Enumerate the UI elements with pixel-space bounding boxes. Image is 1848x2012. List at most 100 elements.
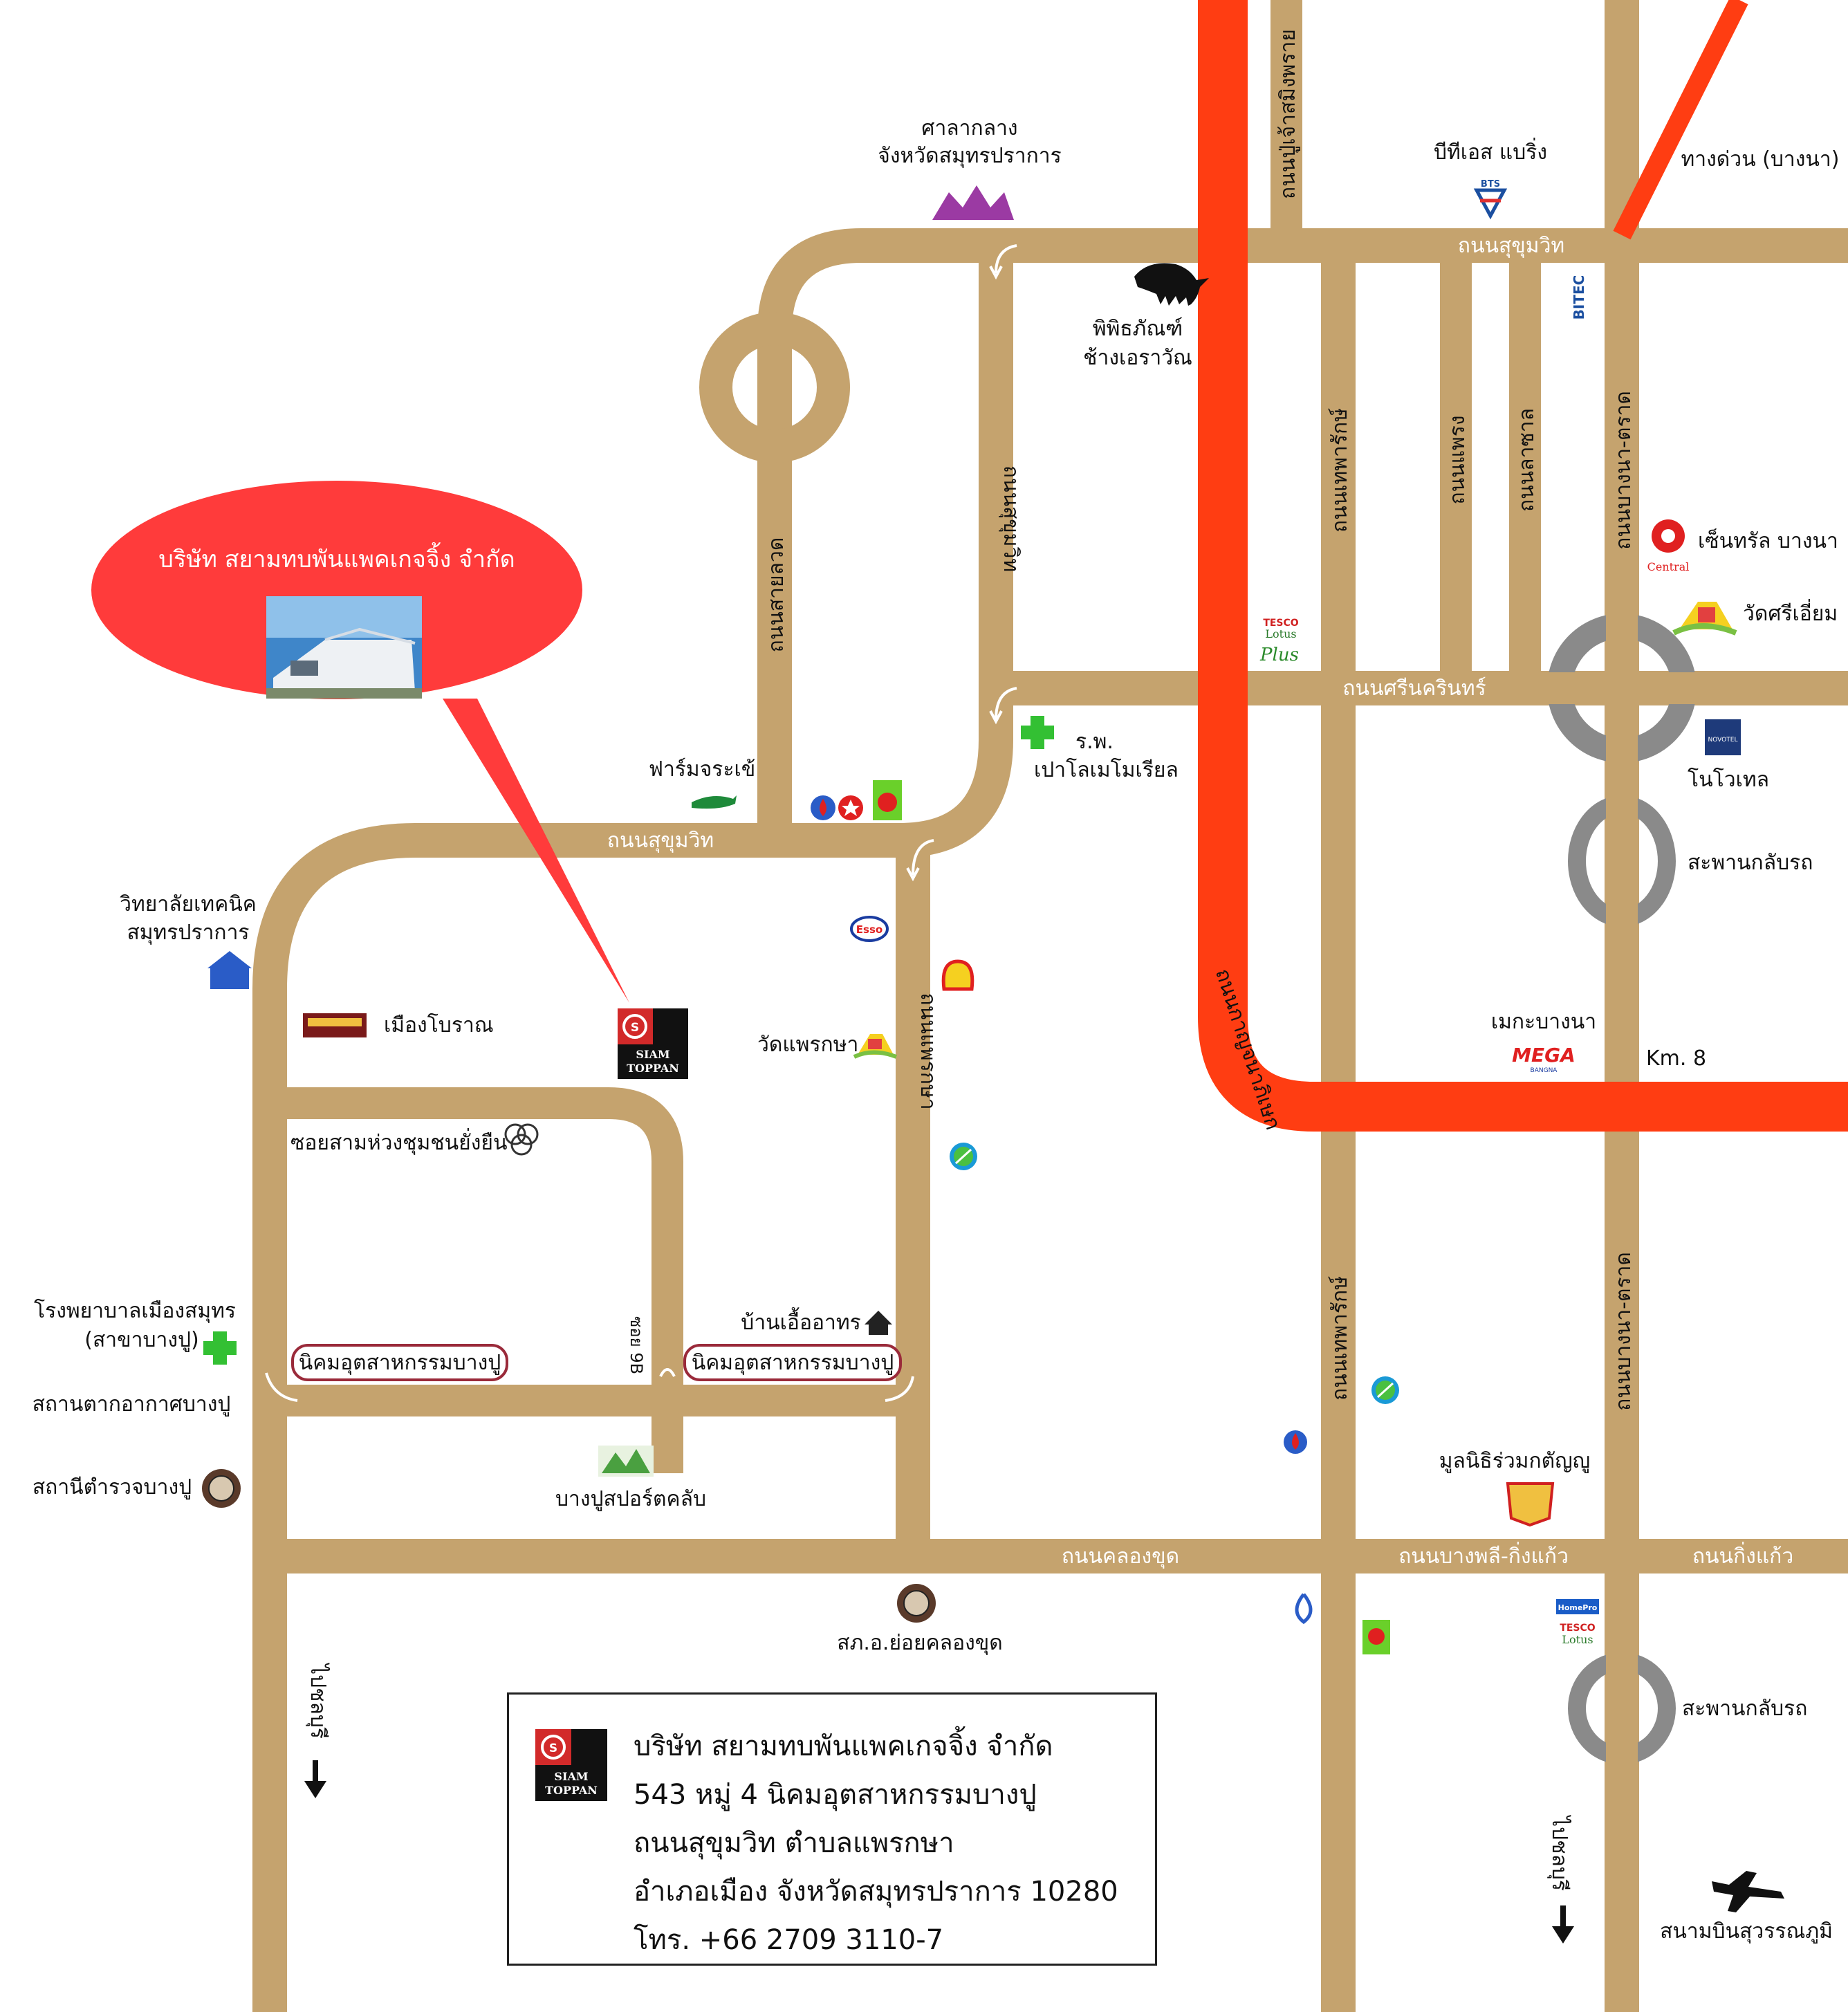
label-tech-college-1: วิทยาลัยเทคนิค — [120, 892, 257, 916]
label-theparak-top: ถนนเทพารักษ์ — [1328, 408, 1352, 533]
label-city-hall-1: ศาลากลาง — [921, 116, 1017, 140]
callout-pointer — [443, 699, 629, 1003]
arrow-down-icon-2 — [1552, 1905, 1574, 1944]
esso-logo-text: Esso — [856, 923, 883, 936]
svg-text:S: S — [549, 1742, 557, 1755]
gas-station-icons — [811, 780, 902, 820]
label-bangna-trad-bottom: ถนนบางนา-ตราด — [1611, 1252, 1636, 1411]
ruamkatanyu-icon — [1506, 1482, 1555, 1527]
airplane-icon — [1712, 1871, 1784, 1912]
road-estate-loop — [270, 1087, 683, 1473]
label-khlongkhut: ถนนคลองขุด — [1062, 1544, 1179, 1569]
address-lines: บริษัท สยามทบพันแพคเกจจิ้ง จำกัด 543 หมู… — [634, 1722, 1118, 1964]
address-company: บริษัท สยามทบพันแพคเกจจิ้ง จำกัด — [634, 1730, 1053, 1762]
label-central: เซ็นทรัล บางนา — [1698, 528, 1838, 553]
label-flyover-1: สะพานกลับรถ — [1688, 851, 1813, 875]
label-bangpu-police: สถานีตำรวจบางปู — [33, 1475, 192, 1499]
estate-label-2: นิคมอุตสาหกรรมบางปู — [683, 1344, 902, 1381]
elephant-icon — [1134, 263, 1209, 306]
bitec-icon: BITEC — [1571, 275, 1587, 320]
label-bangphli-kingkaeo: ถนนบางพลี-กิ่งแก้ว — [1398, 1542, 1569, 1569]
tesco-2-text: TESCO — [1560, 1623, 1595, 1634]
label-praeng: ถนนแพรง — [1445, 415, 1470, 504]
label-bangpu-resort: สถานตากอากาศบางปู — [33, 1392, 231, 1416]
label-baan-uea: บ้านเอื้ออาทร — [741, 1307, 860, 1335]
bts-logo-text: BTS — [1481, 179, 1500, 190]
label-wat-praeksa: วัดแพรกษา — [757, 1033, 858, 1057]
road-labels: ถนนสุขุมวิท ถนนสุขุมวิท ถนนสุขุมวิท ถนนส… — [607, 29, 1793, 1569]
marker-logo-text-1: SIAM — [636, 1048, 669, 1061]
label-sukhumvit-top: ถนนสุขุมวิท — [1458, 234, 1564, 259]
box-logo-text-2: TOPPAN — [545, 1784, 598, 1797]
siam-toppan-marker: S SIAM TOPPAN — [618, 1008, 688, 1079]
ptt-icon-1 — [950, 1143, 977, 1170]
bangchak-icon — [1295, 1593, 1313, 1625]
label-wat-sri-iam: วัดศรีเอี่ยม — [1743, 599, 1838, 626]
temple-icon-sri-iam — [1672, 602, 1737, 636]
label-erawan-2: ช้างเอราวัณ — [1083, 346, 1192, 370]
crocodile-icon — [692, 795, 737, 809]
label-lasalle: ถนนลาซาล — [1515, 408, 1539, 512]
address-phone: โทร. +66 2709 3110-7 — [634, 1924, 944, 1956]
label-crocodile-farm: ฟาร์มจระเข้ — [649, 757, 756, 782]
label-city-hall-2: จังหวัดสมุทรปราการ — [878, 144, 1061, 169]
label-flyover-2: สะพานกลับรถ — [1682, 1697, 1807, 1721]
label-mega: เมกะบางนา — [1491, 1010, 1596, 1034]
label-ancient-city: เมืองโบราณ — [384, 1013, 494, 1037]
label-bangna-trad-top: ถนนบางนา-ตราด — [1611, 391, 1636, 550]
callout-title: บริษัท สยามทบพันแพคเกจจิ้ง จำกัด — [158, 542, 515, 573]
city-hall-icon — [932, 185, 1014, 220]
label-theparak-bottom: ถนนเทพารักษ์ — [1328, 1276, 1352, 1401]
label-praeksa: ถนนแพรกษา — [916, 993, 940, 1109]
label-puchao: ถนนปู่เจ้าสมิงพราย — [1276, 29, 1300, 199]
tesco-1-text: TESCO — [1263, 618, 1298, 629]
label-km8: Km. 8 — [1646, 1046, 1706, 1071]
expressway-kanchanaphisek — [1198, 0, 1848, 1132]
hospital-cross-icon-2 — [203, 1331, 237, 1365]
ptt-icon-2 — [1371, 1376, 1399, 1404]
mega-icon: MEGA BANGNA — [1512, 1044, 1576, 1074]
label-srinakarin: ถนนศรีนครินทร์ — [1342, 676, 1486, 701]
address-box: S SIAM TOPPAN บริษัท สยามทบพันแพคเกจจิ้ง… — [507, 1692, 1157, 1966]
label-airport: สนามบินสุวรรณภูมิ — [1660, 1919, 1833, 1944]
sport-club-icon — [598, 1446, 654, 1477]
police-icon — [202, 1469, 241, 1508]
mega-logo-text: MEGA — [1512, 1044, 1576, 1067]
place-labels: ศาลากลาง จังหวัดสมุทรปราการ บีทีเอส แบริ… — [33, 116, 1840, 1944]
expressways — [1198, 0, 1848, 1132]
label-sukhumvit-vertical: ถนนสุขุมวิท — [998, 465, 1023, 572]
label-soi9b: ซอย 9B — [627, 1316, 646, 1374]
label-soi-sam-huang: ซอยสามห่วงชุมชนยั่งยืน — [290, 1128, 507, 1156]
direction-arrows — [265, 244, 1017, 1402]
road-sukhumvit-vertical — [898, 246, 1013, 858]
label-hospital-muang-2: (สาขาบางปู) — [84, 1328, 199, 1352]
police-sub-icon — [897, 1584, 936, 1623]
house-icon — [865, 1311, 892, 1335]
label-ruamkatanyu: มูลนิธิร่วมกตัญญู — [1439, 1449, 1590, 1473]
road-sukhumvit-mid — [252, 823, 913, 2012]
address-road: ถนนสุขุมวิท ตำบลแพรกษา — [634, 1827, 954, 1859]
company-callout: บริษัท สยามทบพันแพคเกจจิ้ง จำกัด — [91, 481, 629, 1003]
lotus-2-text: Lotus — [1562, 1633, 1593, 1646]
label-to-chonburi-2: ไปชลบุรี — [1546, 1815, 1572, 1891]
tesco-lotus-plus-icon: TESCO Lotus Plus — [1259, 618, 1299, 665]
label-novotel: โนโวเทล — [1688, 767, 1769, 792]
label-hospital-paolo-1: ร.พ. — [1075, 730, 1114, 754]
expressway-bangna — [1613, 0, 1748, 240]
shell-icon — [941, 959, 974, 991]
label-kingkaeo: ถนนกิ่งแก้ว — [1692, 1542, 1793, 1569]
label-police-sub: สภ.อ.ย่อยคลองขุด — [837, 1631, 1002, 1656]
label-sukhumvit-mid: ถนนสุขุมวิท — [607, 829, 714, 853]
marker-logo-text-2: TOPPAN — [627, 1062, 679, 1075]
mega-sub-text: BANGNA — [1531, 1067, 1558, 1074]
label-estate-2: นิคมอุตสาหกรรมบางปู — [692, 1351, 894, 1376]
box-logo-text-1: SIAM — [554, 1770, 588, 1783]
temple-icon-praeksa — [853, 1034, 898, 1059]
novotel-logo-text: NOVOTEL — [1708, 737, 1738, 744]
homepro-tesco-icon: HomePro TESCO Lotus — [1556, 1599, 1599, 1646]
central-logo-text: Central — [1647, 560, 1690, 573]
esso-icon: Esso — [850, 916, 889, 942]
address-street: 543 หมู่ 4 นิคมอุตสาหกรรมบางปู — [634, 1779, 1037, 1811]
homepro-text: HomePro — [1558, 1603, 1598, 1612]
